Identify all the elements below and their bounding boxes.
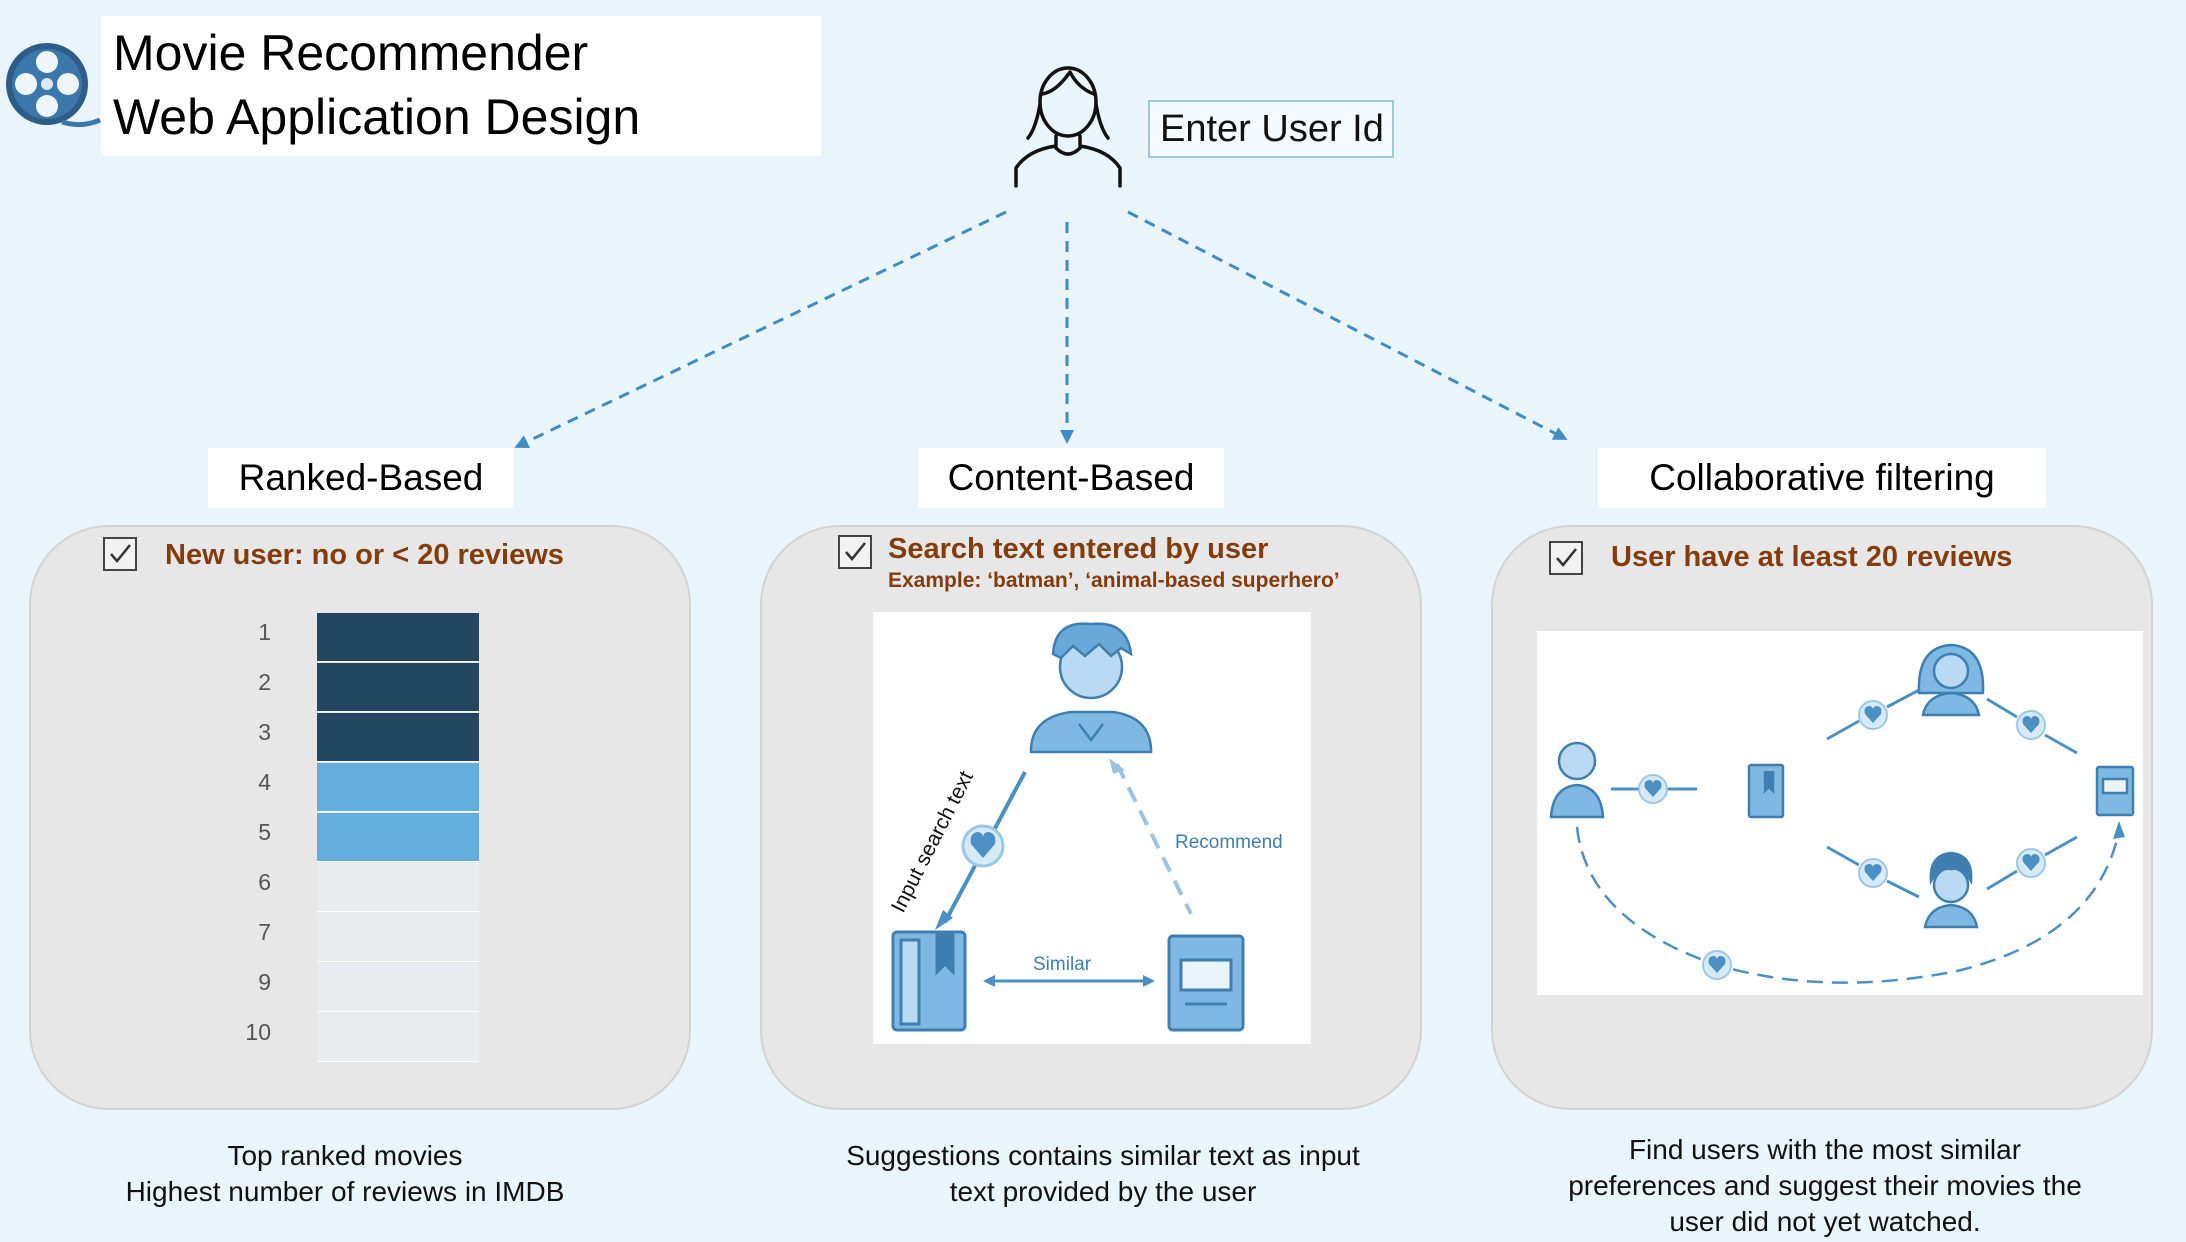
title-box: Movie Recommender Web Application Design [101, 16, 821, 156]
rank-number: 9 [258, 969, 271, 995]
rank-number: 10 [245, 1019, 271, 1045]
content-header: Search text entered by user [888, 533, 1269, 565]
heart-icon [1858, 858, 1888, 888]
ranked-header: New user: no or < 20 reviews [165, 539, 564, 571]
content-subheader: Example: ‘batman’, ‘animal-based superhe… [888, 569, 1340, 592]
content-diagram: Input search text Recommend Similar [873, 612, 1311, 1044]
rank-bar [317, 1013, 479, 1062]
content-based-label: Content-Based [918, 448, 1224, 508]
rank-bar [317, 863, 479, 912]
book-bookmark-icon [1747, 763, 1785, 819]
rank-number: 1 [258, 619, 271, 645]
collaborative-caption: Find users with the most similar prefere… [1530, 1132, 2120, 1240]
rank-number: 6 [258, 869, 271, 895]
ranked-caption: Top ranked movies Highest number of revi… [60, 1138, 630, 1210]
user-icon-curly [1923, 851, 1979, 929]
arrow-to-collaborative [1127, 210, 1568, 440]
collaborative-panel: User have at least 20 reviews [1491, 525, 2153, 1110]
heart-icon [2016, 848, 2046, 878]
ranked-caption-line2: Highest number of reviews in IMDB [125, 1176, 565, 1207]
heart-icon [961, 824, 1005, 868]
flow-arrows [514, 210, 1568, 448]
ranked-based-panel: New user: no or < 20 reviews 1 2 3 4 5 6… [29, 525, 691, 1110]
collaborative-caption-line2: preferences and suggest their movies the [1568, 1170, 2082, 1201]
book-bookmark-icon [891, 930, 967, 1032]
collaborative-filtering-label: Collaborative filtering [1598, 448, 2046, 508]
collaborative-caption-line3: user did not yet watched. [1669, 1206, 1981, 1237]
checkbox-checked[interactable] [838, 535, 872, 569]
rank-bar [317, 813, 479, 862]
book-screen-icon [1167, 934, 1245, 1032]
page-title-line2: Web Application Design [113, 89, 641, 145]
arrow-to-ranked [514, 210, 1007, 448]
rank-number: 4 [258, 769, 271, 795]
heart-icon [1638, 774, 1668, 804]
rank-bar [317, 913, 479, 962]
rank-number: 3 [258, 719, 271, 745]
collaborative-header: User have at least 20 reviews [1611, 541, 2013, 573]
page-title-line1: Movie Recommender [113, 25, 589, 81]
rank-bar [317, 763, 479, 812]
book-screen-icon [2095, 765, 2135, 817]
content-based-panel: Search text entered by user Example: ‘ba… [760, 525, 1422, 1110]
rank-number: 7 [258, 919, 271, 945]
heart-icon [1858, 700, 1888, 730]
user-icon-baby [1549, 741, 1605, 819]
content-caption-line2: text provided by the user [949, 1176, 1257, 1207]
content-caption: Suggestions contains similar text as inp… [800, 1138, 1406, 1210]
rank-number: 5 [258, 819, 271, 845]
rank-bar [317, 663, 479, 712]
user-icon [1008, 58, 1128, 190]
user-id-input[interactable]: Enter User Id [1148, 100, 1394, 158]
edge-label-similar: Similar [1033, 954, 1092, 975]
collaborative-caption-line1: Find users with the most similar [1628, 1134, 2022, 1165]
rank-bar [317, 713, 479, 762]
collaborative-diagram [1537, 631, 2143, 995]
rank-bar [317, 613, 479, 662]
rank-number: 2 [258, 669, 271, 695]
rank-bar [317, 963, 479, 1012]
checkbox-checked[interactable] [103, 537, 137, 571]
content-caption-line1: Suggestions contains similar text as inp… [846, 1140, 1360, 1171]
film-reel-icon [2, 40, 102, 130]
boy-user-icon [1029, 622, 1153, 754]
ranked-based-label: Ranked-Based [208, 448, 514, 508]
checkbox-checked[interactable] [1549, 541, 1583, 575]
user-icon-girl [1917, 643, 1985, 717]
ranked-caption-line1: Top ranked movies [227, 1140, 463, 1171]
edge-label-recommend: Recommend [1175, 832, 1283, 853]
heart-icon [2016, 710, 2046, 740]
heart-icon [1702, 950, 1732, 980]
